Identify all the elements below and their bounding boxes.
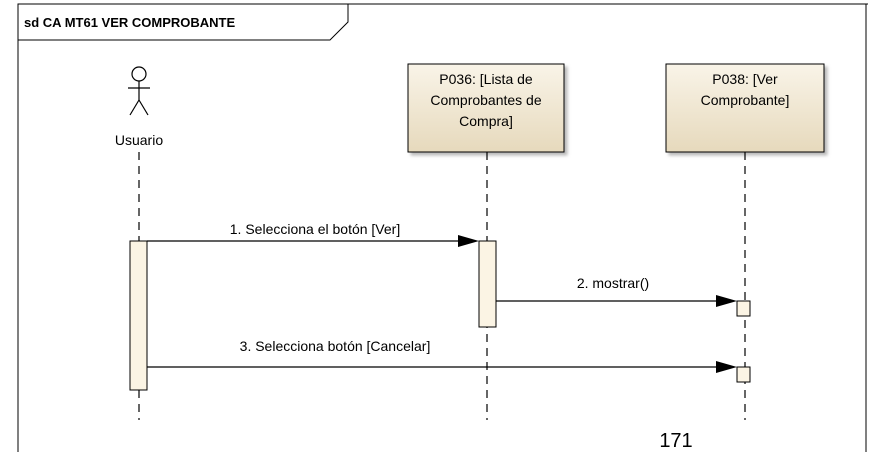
lifeline-box bbox=[407, 63, 565, 153]
message-2: 2. mostrar() bbox=[496, 275, 737, 307]
page-number: 171 bbox=[659, 430, 692, 452]
lifeline-box bbox=[665, 63, 825, 153]
p038-activation-bar bbox=[736, 300, 751, 317]
message-1: 1. Selecciona el botón [Ver] bbox=[147, 221, 479, 247]
message-3: 3. Selecciona botón [Cancelar] bbox=[147, 338, 737, 373]
frame-title: sd CA MT61 VER COMPROBANTE bbox=[24, 15, 235, 30]
p038-activation-bar bbox=[736, 366, 751, 383]
arrowhead-icon bbox=[716, 361, 737, 373]
lifeline-p038: P038: [Ver Comprobante] bbox=[665, 63, 825, 153]
lifeline-label-line1: P038: [Ver bbox=[712, 71, 778, 87]
arrowhead-icon bbox=[716, 295, 737, 307]
actor-activation-bar bbox=[129, 240, 148, 391]
diagram-frame: sd CA MT61 VER COMPROBANTE bbox=[17, 3, 868, 452]
lifeline-label-line2: Comprobante] bbox=[701, 92, 790, 108]
lifeline-label-line1: P036: [Lista de bbox=[439, 71, 533, 87]
message-label: 2. mostrar() bbox=[577, 275, 649, 291]
actor-usuario: Usuario bbox=[115, 66, 163, 148]
actor-stick-figure-icon bbox=[128, 66, 150, 116]
actor-label: Usuario bbox=[115, 132, 163, 148]
p036-activation-bar bbox=[478, 240, 497, 328]
arrowhead-icon bbox=[458, 235, 479, 247]
lifeline-dashes bbox=[138, 152, 746, 420]
frame-title-tab bbox=[17, 3, 349, 41]
lifeline-label-line3: Compra] bbox=[459, 113, 513, 129]
lifeline-p036: P036: [Lista de Comprobantes de Compra] bbox=[407, 63, 565, 153]
lifeline-label-line2: Comprobantes de bbox=[430, 92, 542, 108]
message-label: 1. Selecciona el botón [Ver] bbox=[230, 221, 400, 237]
message-label: 3. Selecciona botón [Cancelar] bbox=[240, 338, 431, 354]
